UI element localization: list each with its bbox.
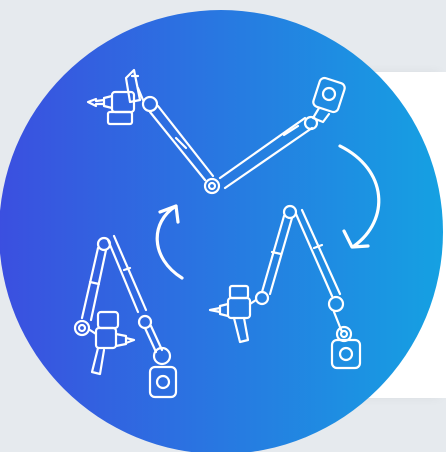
gradient-circle (0, 10, 443, 452)
